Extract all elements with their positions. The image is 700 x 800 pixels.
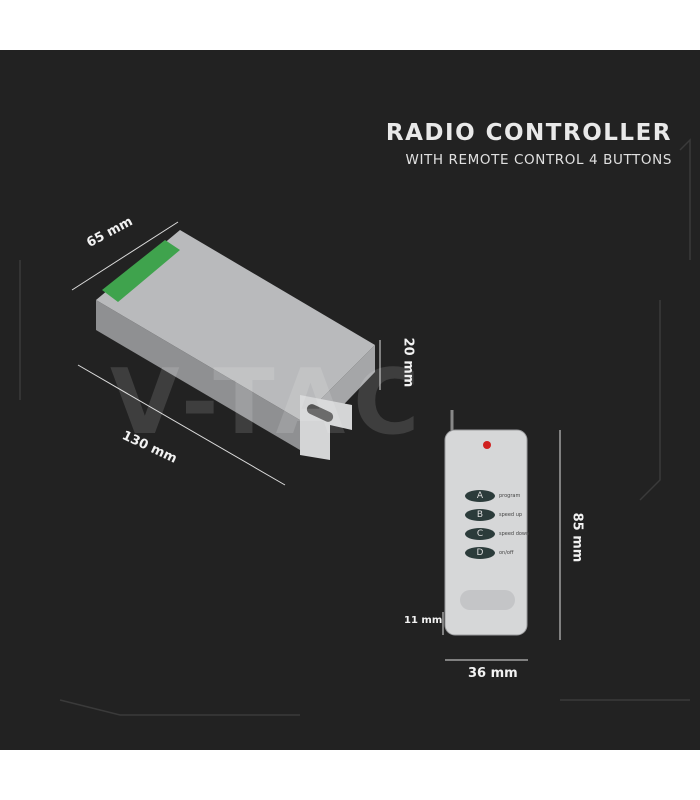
remote-button-a: A program xyxy=(465,486,529,505)
led-indicator xyxy=(483,441,491,449)
remote-height-label: 85 mm xyxy=(569,512,585,563)
page-subtitle: WITH REMOTE CONTROL 4 BUTTONS xyxy=(405,152,672,168)
controller-device xyxy=(96,230,375,460)
terminal-block xyxy=(102,240,180,302)
remote-width-label: 36 mm xyxy=(468,666,518,681)
circuit-decor xyxy=(19,138,691,716)
watermark-logo: V-TAC xyxy=(110,350,428,455)
remote-buttons: A program B speed up C speed down D on/o… xyxy=(465,486,529,562)
remote-button-c: C speed down xyxy=(465,524,529,543)
dimension-height-label: 20 mm xyxy=(400,337,416,388)
dimension-lines xyxy=(71,221,561,661)
page-title: RADIO CONTROLLER xyxy=(385,120,672,146)
remote-button-b: B speed up xyxy=(465,505,529,524)
remote-depth-label: 11 mm xyxy=(404,615,443,626)
remote-button-d: D on/off xyxy=(465,543,529,562)
dark-background xyxy=(0,50,700,750)
